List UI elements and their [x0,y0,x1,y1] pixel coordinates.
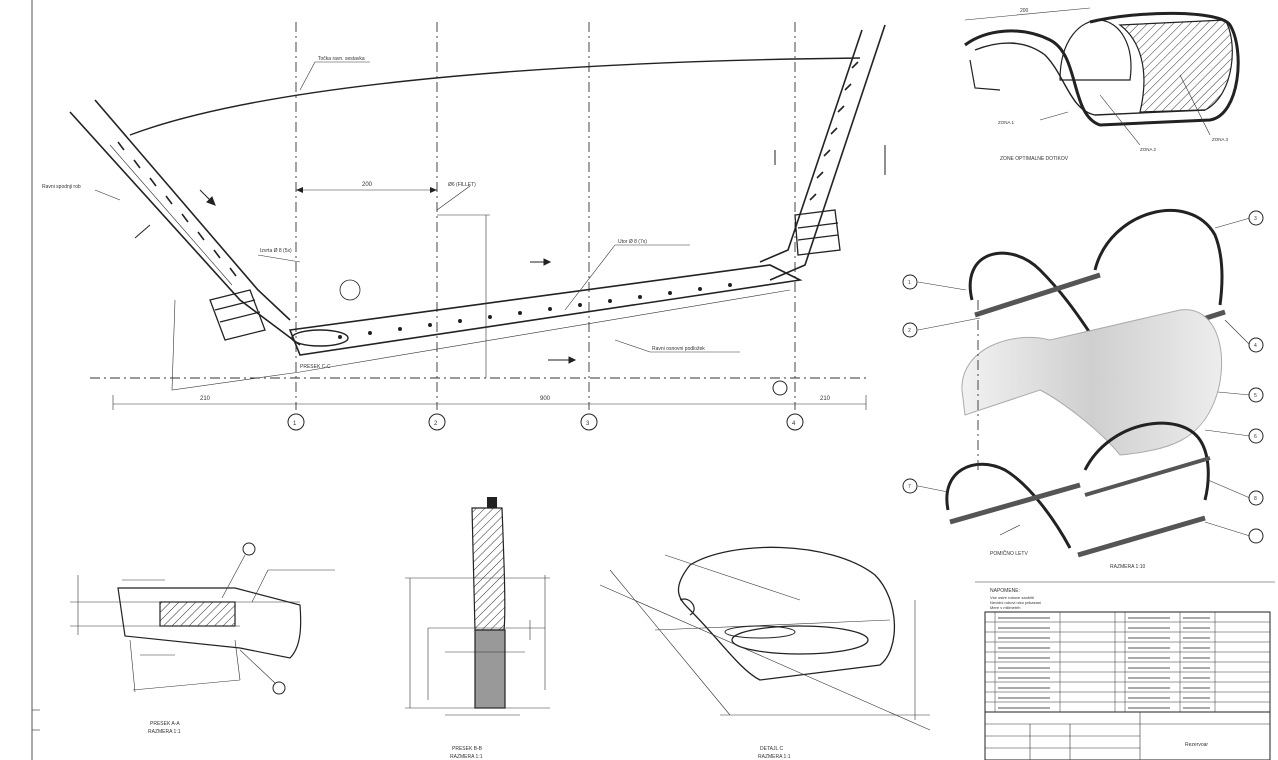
left-joint-bracket [209,289,266,341]
title-note-1: Vse ostre robove zaobliti [990,595,1034,600]
bottom-plate-holes [338,283,732,339]
section-arrows [134,145,886,364]
rod-upper-1 [974,272,1101,318]
left-wall [69,99,301,346]
exploded-view: 1 2 3 4 5 6 7 [902,209,1264,570]
section-aa-label: PRESEK A-A [150,721,180,727]
arch-upper-right [1093,209,1224,306]
arch-lower-left [945,462,1072,549]
section-cc-label: PRESEK C-C [300,364,331,370]
dim-top-span: 200 [362,182,373,188]
rod-lower-1 [949,482,1081,525]
exploded-scale: RAZMERA 1:10 [1110,564,1146,570]
callout-wall: Ravni osnovni podložek [652,346,705,352]
zone-label-2: ZONA 2 [1140,147,1157,152]
rod-lower-2 [1077,515,1206,558]
dim-left-offset: 210 [200,396,211,402]
detail-c-label: DETAJL C [760,746,783,752]
callout-outer-line: Točka ravn. sestavka [318,56,365,62]
arch-lower-right [1083,421,1210,501]
dim-zone-width: 200 [1020,8,1029,14]
sheer-curve [129,57,861,136]
section-aa-scale: RAZMERA 1:1 [148,729,181,735]
curved-shell [961,309,1222,456]
exploded-note: POMIČNO LETV [990,550,1028,557]
balloon-2: 2 [902,317,981,338]
balloon-9 [1204,521,1264,544]
main-side-view: 200 210 900 210 Točka ravn. sestavka Rav… [42,22,886,431]
axis-marker-3: 3 [580,413,598,431]
zone-label-1: ZONA 1 [998,120,1015,125]
balloon-1: 1 [902,274,967,291]
section-bb-scale: RAZMERA 1:1 [450,754,483,760]
callout-inner-left: Ravni spodnji rob [42,184,81,190]
callout-slot: Utor Ø 8 (7x) [618,239,647,245]
detail-circle [339,279,361,301]
callout-bore: Izvrta Ø 8 (5x) [260,248,292,254]
dim-overall-width: 900 [540,396,551,402]
title-note-3: Mere v milimetrih [990,605,1020,610]
svg-text:7: 7 [908,484,911,490]
section-bb-label: PRESEK B-B [452,746,483,752]
title-block-header: NAPOMENE: [990,588,1020,594]
svg-text:2: 2 [434,421,438,427]
balloon-6: 6 [1204,428,1264,444]
joint-slot [291,329,349,347]
detail-c-view: DETAJL C RAZMERA 1:1 [599,546,931,760]
axis-marker-2: 2 [428,413,446,431]
bottom-plate-lower [171,289,791,391]
axis-marker-4: 4 [786,413,804,431]
svg-text:1: 1 [293,421,297,427]
axis-marker-1: 1 [287,413,305,431]
right-joint-bracket [794,209,841,256]
detail-c-scale: RAZMERA 1:1 [758,754,791,760]
svg-text:8: 8 [1254,496,1257,502]
balloon-3: 3 [1214,210,1264,229]
arch-upper-left [968,251,1100,346]
section-aa-view: PRESEK A-A RAZMERA 1:1 [70,542,335,735]
svg-text:5: 5 [1254,393,1257,399]
dim-right-offset: 210 [820,396,831,402]
left-wall-notches [117,141,237,277]
left-wall-inner [109,144,233,286]
drawing-title: Rezervoar [1185,742,1208,748]
zone-section-outer [964,11,1240,127]
right-wall [759,24,886,281]
svg-text:2: 2 [908,328,911,334]
svg-text:1: 1 [908,280,911,286]
svg-text:3: 3 [1254,216,1257,222]
balloon-8: 8 [1207,479,1264,506]
callout-hole: Ø6 (FILLET) [448,182,476,188]
title-note-2: Nevidni robovi niso prikazani [990,600,1041,605]
detail-c-marker [772,380,788,396]
section-bb-view: PRESEK B-B RAZMERA 1:1 [405,497,550,760]
svg-text:3: 3 [586,421,590,427]
svg-text:6: 6 [1254,434,1257,440]
right-wall-notches [809,61,859,201]
zone-caption: ZONE OPTIMALNE DOTIKOV [1000,156,1069,162]
bottom-plate [288,264,803,356]
title-block: NAPOMENE: Vse ostre robove zaobliti Nevi… [975,581,1275,760]
zone-section-hatched [1118,19,1233,113]
rod-lower-3 [1084,456,1211,497]
zone-label-3: ZONA 3 [1212,137,1229,142]
balloon-5: 5 [1217,387,1264,403]
svg-text:4: 4 [1254,343,1257,349]
zone-section-view: 200 ZONA 1 ZONA 2 ZONA 3 ZONE OPTIMALNE … [964,7,1240,162]
svg-text:4: 4 [792,421,796,427]
parts-table [984,611,1271,713]
balloon-7: 7 [902,478,949,494]
balloon-4: 4 [1224,319,1264,353]
